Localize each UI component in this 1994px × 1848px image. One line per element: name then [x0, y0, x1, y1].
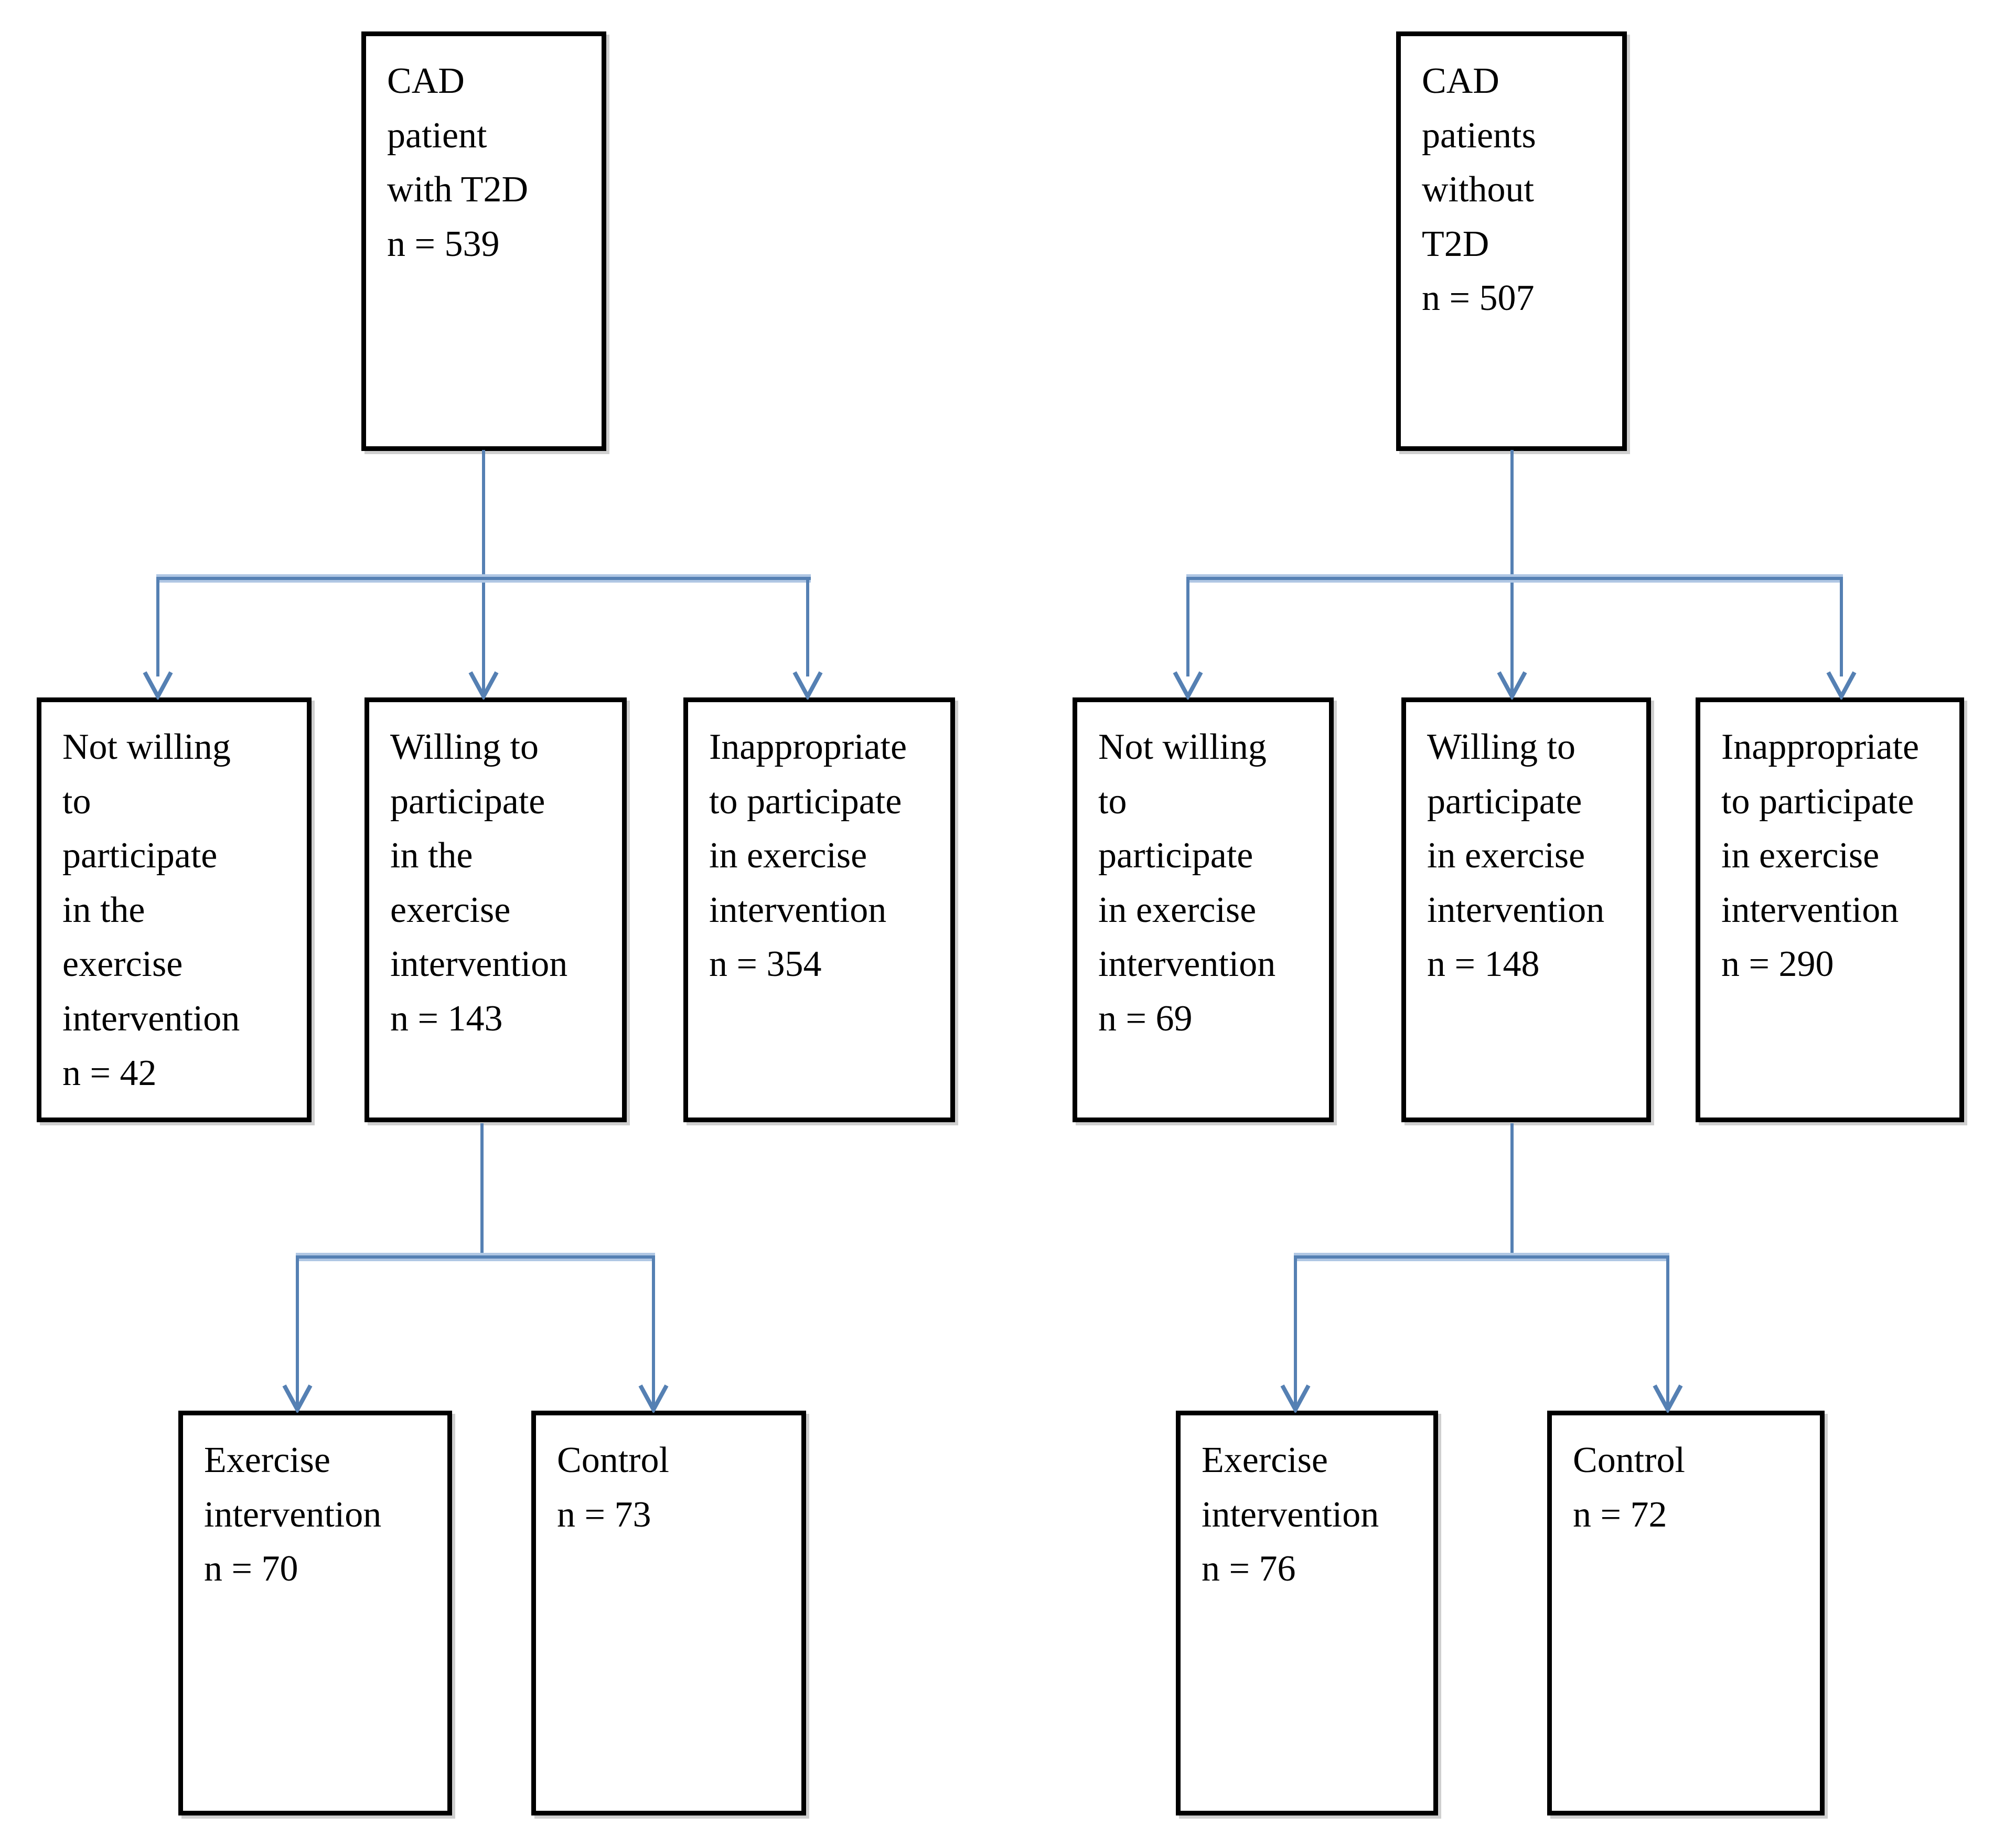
box-left-willing: Willing to participate in the exercise i… [365, 697, 627, 1122]
arrow-down-icon [1173, 671, 1203, 700]
box-right-willing-label: Willing to participate in exercise inter… [1427, 727, 1605, 985]
box-left-exercise-intervention: Exercise intervention n = 70 [178, 1411, 452, 1815]
arrow-down-icon [1497, 671, 1527, 700]
box-left-exercise-intervention-label: Exercise intervention n = 70 [204, 1440, 382, 1589]
connector-left-willing-stem [480, 1123, 484, 1259]
box-right-exercise-intervention: Exercise intervention n = 76 [1176, 1411, 1438, 1815]
arrow-down-icon [1653, 1384, 1683, 1413]
box-left-control-label: Control n = 73 [557, 1440, 669, 1535]
box-right-inappropriate: Inappropriate to participate in exercise… [1696, 697, 1964, 1122]
box-right-not-willing: Not willing to participate in exercise i… [1073, 697, 1334, 1122]
box-right-exercise-intervention-label: Exercise intervention n = 76 [1202, 1440, 1379, 1589]
box-right-inappropriate-label: Inappropriate to participate in exercise… [1721, 727, 1920, 985]
box-left-not-willing-label: Not willing to participate in the exerci… [62, 727, 240, 1093]
connector-left-level2-bar [296, 1253, 655, 1261]
arrow-down-icon [1280, 1384, 1311, 1413]
box-right-not-willing-label: Not willing to participate in exercise i… [1098, 727, 1276, 1039]
box-right-control: Control n = 72 [1547, 1411, 1825, 1815]
arrow-down-icon [143, 671, 173, 700]
box-cad-with-t2d-label: CAD patient with T2D n = 539 [387, 61, 528, 264]
connector-left-drop-control [652, 1255, 655, 1405]
connector-right-level2-bar [1294, 1253, 1669, 1261]
box-right-control-label: Control n = 72 [1573, 1440, 1685, 1535]
connector-left-drop-exercise [296, 1255, 299, 1405]
connector-right-drop-exercise [1294, 1255, 1297, 1405]
connector-right-drop-control [1666, 1255, 1669, 1405]
box-left-inappropriate: Inappropriate to participate in exercise… [683, 697, 955, 1122]
box-left-inappropriate-label: Inappropriate to participate in exercise… [709, 727, 907, 985]
arrow-down-icon [792, 671, 823, 700]
arrow-down-icon [1826, 671, 1857, 700]
connector-right-level1-bar [1186, 574, 1843, 583]
connector-left-drop-1 [156, 577, 159, 676]
connector-right-root-stem [1510, 450, 1514, 692]
box-left-control: Control n = 73 [531, 1411, 806, 1815]
connector-right-drop-3 [1840, 577, 1843, 676]
arrow-down-icon [468, 671, 499, 700]
connector-right-drop-1 [1186, 577, 1189, 676]
arrow-down-icon [282, 1384, 313, 1413]
box-right-willing: Willing to participate in exercise inter… [1401, 697, 1651, 1122]
connector-left-root-stem [482, 450, 485, 692]
box-left-willing-label: Willing to participate in the exercise i… [390, 727, 568, 1039]
box-cad-without-t2d: CAD patients without T2D n = 507 [1396, 31, 1627, 451]
connector-left-level1-bar [156, 574, 811, 583]
connector-right-willing-stem [1510, 1123, 1514, 1259]
box-left-not-willing: Not willing to participate in the exerci… [37, 697, 312, 1122]
box-cad-with-t2d: CAD patient with T2D n = 539 [361, 31, 606, 451]
connector-left-drop-3 [806, 577, 809, 676]
box-cad-without-t2d-label: CAD patients without T2D n = 507 [1422, 61, 1536, 319]
arrow-down-icon [638, 1384, 669, 1413]
